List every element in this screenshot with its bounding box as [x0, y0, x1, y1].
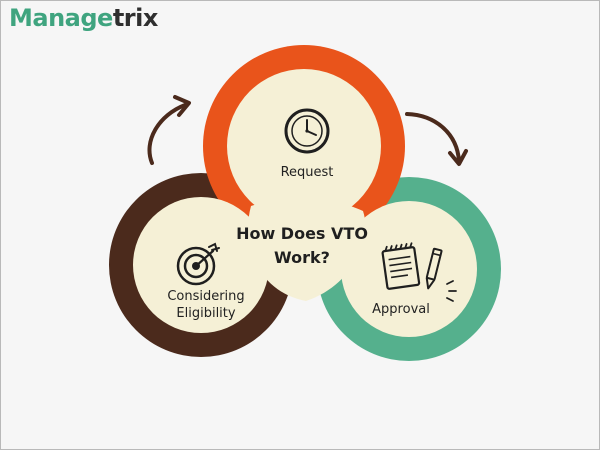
- arrow-right-down-icon: [405, 112, 468, 166]
- managetrix-logo: Managetrix: [9, 3, 158, 33]
- notepad-pencil-icon: [381, 242, 457, 302]
- logo-text-trix: trix: [112, 4, 159, 32]
- logo-text-manage: Manage: [9, 4, 113, 32]
- center-blob: [247, 199, 366, 301]
- approval-label: Approval: [372, 302, 430, 317]
- arrow-left-up-icon: [147, 95, 191, 165]
- eligibility-label-line1: Considering: [167, 289, 244, 304]
- center-title-line1: How Does VTO: [236, 224, 368, 243]
- clock-icon: [284, 108, 330, 154]
- center-title-line2: Work?: [274, 248, 330, 267]
- eligibility-inner-circle: [133, 197, 269, 333]
- eligibility-label-line2: Eligibility: [176, 306, 235, 321]
- target-icon: [176, 242, 220, 286]
- request-label: Request: [281, 165, 334, 180]
